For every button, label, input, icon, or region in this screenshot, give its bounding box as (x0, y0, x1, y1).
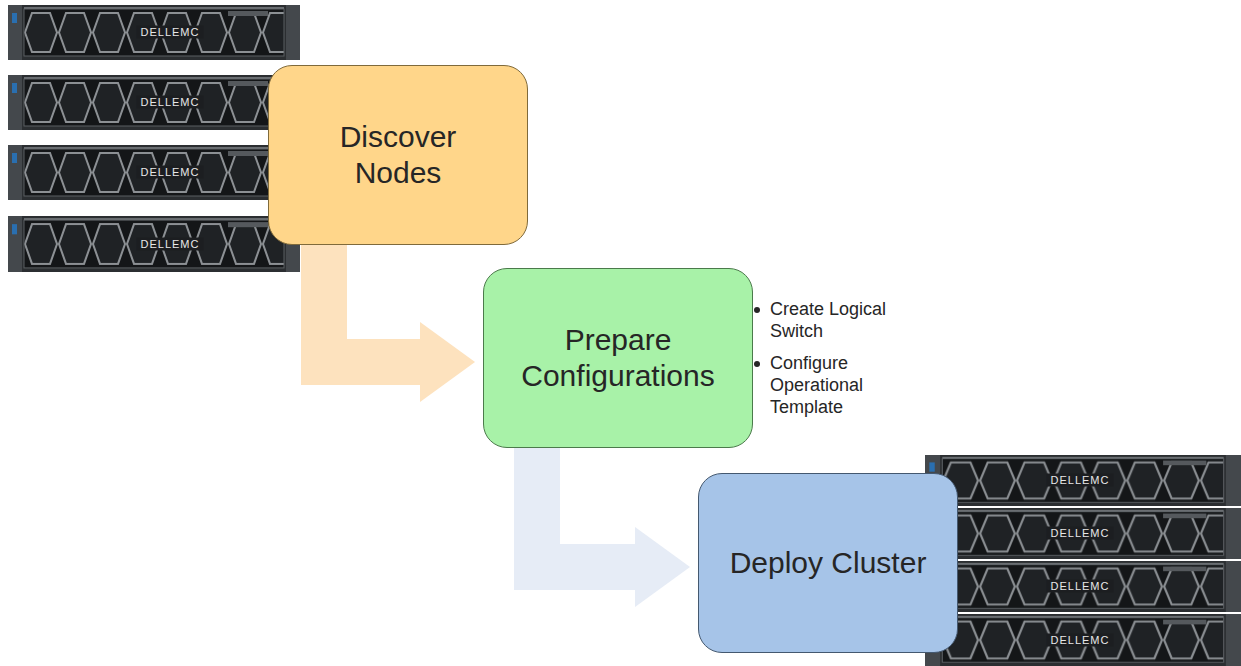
server (925, 508, 1241, 559)
brand-logo: DELLEMC (137, 238, 204, 251)
server (925, 455, 1241, 506)
process-box: Discover Nodes (268, 65, 528, 245)
process-box: Prepare Configurations (483, 268, 753, 448)
server (925, 614, 1241, 666)
bullet (754, 307, 760, 313)
arrow-shaft (324, 245, 422, 362)
server (8, 75, 300, 130)
server (8, 216, 300, 272)
brand-logo: DELLEMC (137, 96, 204, 109)
flow-arrow (537, 448, 690, 607)
arrow-shaft (537, 448, 637, 567)
box-label: Prepare Configurations (503, 322, 733, 394)
brand-logo: DELLEMC (1047, 527, 1114, 540)
bullet-note: Configure Operational Template (770, 352, 905, 418)
brand-logo: DELLEMC (137, 166, 204, 179)
process-box: Deploy Cluster (698, 473, 958, 653)
bullet-note: Create Logical Switch (770, 298, 905, 342)
flow-arrow (324, 245, 475, 402)
server (8, 5, 300, 60)
brand-logo: DELLEMC (137, 26, 204, 39)
arrow-head (420, 322, 475, 402)
bullet (754, 361, 760, 367)
brand-logo: DELLEMC (1047, 634, 1114, 647)
brand-logo: DELLEMC (1047, 474, 1114, 487)
brand-logo: DELLEMC (1047, 580, 1114, 593)
server (925, 561, 1241, 612)
box-label: Deploy Cluster (730, 545, 927, 581)
box-label: Discover Nodes (313, 119, 483, 191)
arrow-head (635, 527, 690, 607)
server (8, 145, 300, 200)
